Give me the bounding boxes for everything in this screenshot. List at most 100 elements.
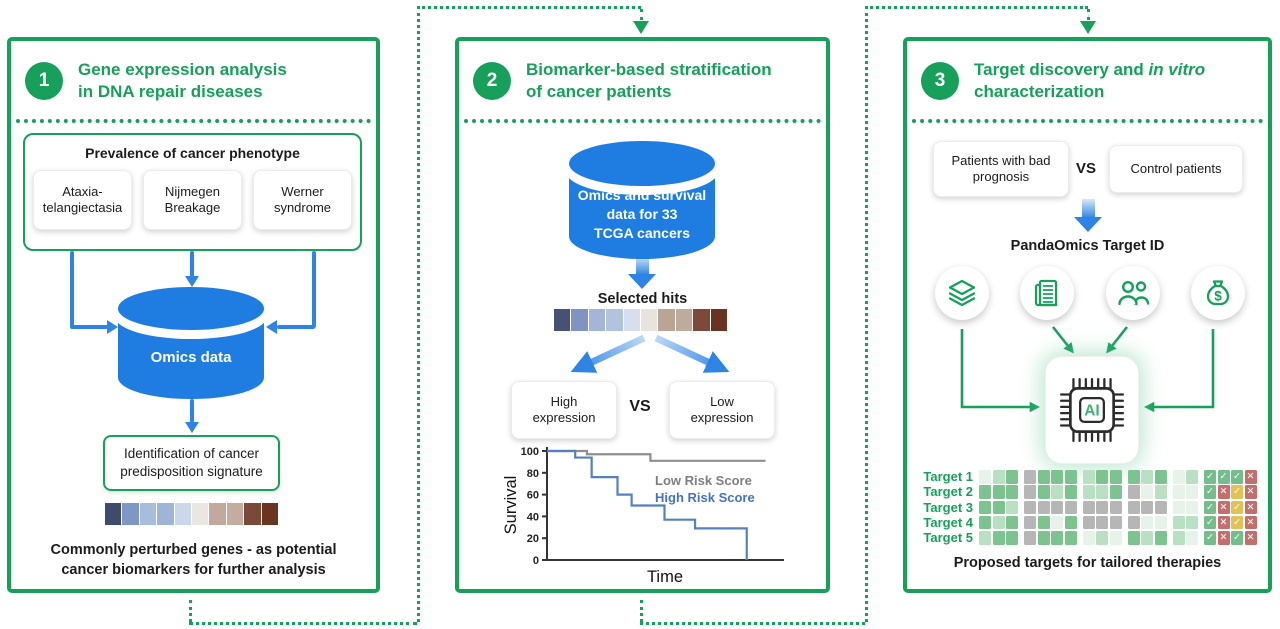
connector-2-segment [1087,9,1090,20]
cylinder-lid [118,287,264,330]
grid-cell [1006,500,1018,515]
grid-cell [1064,515,1077,530]
grid-cell [1006,515,1018,530]
target-row: Target 4✓✕✓✕ [911,516,1258,530]
grid-cell [1127,515,1140,530]
check-cell: ✓ [1204,500,1216,515]
grid-cell [1141,485,1153,499]
grid-cell [1154,485,1167,499]
panel1-header: 1 Gene expression analysis in DNA repair… [25,57,287,103]
connector-1-segment [417,6,641,9]
grid-cell [1051,500,1063,515]
grid-cell [1109,500,1122,515]
step-number-badge: 1 [25,62,63,100]
target-row: Target 5✓✕✓✕ [911,531,1258,545]
target-label: Target 5 [923,530,973,546]
grid-cell [1109,470,1122,484]
panel1-caption: Commonly perturbed genes - as potential … [50,542,337,578]
svg-text:Survival: Survival [503,476,520,535]
grid-cell [1064,500,1077,515]
funding-icon: $ [1206,280,1230,306]
tcga-database-cylinder: Omics and survival data for 33 TCGA canc… [566,141,718,259]
grid-cell [992,515,1005,530]
grid-cell [1154,515,1167,530]
grid-cell [1006,531,1018,545]
target-label: Target 4 [923,514,973,530]
targets-heatmap-grid: Target 1✓✓✓✕Target 2✓✕✓✕Target 3✓✕✓✕Targ… [911,470,1258,546]
dotted-separator [912,119,1263,123]
icon-circle [935,266,989,320]
pandaomics-label: PandaOmics Target ID [1010,238,1165,254]
grid-cell [1127,500,1140,515]
flow-line [190,399,194,423]
grid-cell [1024,485,1036,499]
grid-cell [992,470,1005,484]
grid-cell [1037,485,1050,499]
cross-cell: ✕ [1244,470,1257,484]
grid-cell [1024,531,1036,545]
grid-cell [979,485,991,499]
grid-cell [1006,470,1018,484]
dotted-separator [464,119,821,123]
identification-box: Identification of cancer predisposition … [103,435,280,491]
icon-circle [1020,266,1074,320]
arrowhead-icon [266,320,277,334]
heatmap-cell [157,503,174,525]
grid-cell [1051,470,1063,484]
connector-2-segment [640,600,643,622]
check-cell: ✓ [1204,470,1216,484]
cross-cell: ✕ [1244,500,1257,515]
grid-cell [979,500,991,515]
omics-database-cylinder: Omics data [115,287,267,399]
heatmap-cell [554,309,571,331]
cylinder-label: Omics and survival data for 33 TCGA canc… [577,186,707,241]
grid-cell [1186,485,1198,499]
svg-text:Low Risk Score: Low Risk Score [655,473,752,488]
flow-line [277,325,315,329]
svg-text:40: 40 [527,511,539,523]
panel3-title: Target discovery and in vitro characteri… [974,60,1206,102]
svg-text:100: 100 [521,446,539,458]
grid-cell [1127,485,1140,499]
vs-label: VS [1075,160,1096,177]
check-cell: ✓ [1231,485,1243,499]
grid-cell [1051,515,1063,530]
selected-hits-label: Selected hits [597,291,688,307]
target-row: Target 3✓✕✓✕ [911,501,1258,515]
publications-icon [1034,279,1058,307]
selected-hits-heatmap-strip [554,309,728,331]
heatmap-cell [623,309,640,331]
heatmap-cell [191,503,209,525]
target-label: Target 2 [923,484,973,500]
heatmap-cell [588,309,606,331]
grid-cell [1024,470,1036,484]
grid-cell [1037,515,1050,530]
panel2-header: 2 Biomarker-based stratification of canc… [473,57,772,103]
arrowhead-icon [628,274,656,289]
heatmap-cell [122,503,139,525]
grid-cell [1082,500,1095,515]
grid-cell [1082,531,1095,545]
grid-cell [1154,500,1167,515]
ai-chip-icon: AI [1059,377,1125,443]
flow-arrow [636,255,649,275]
grid-cell [1037,531,1050,545]
heatmap-cell [606,309,623,331]
cylinder-lid [569,141,715,186]
flow-line [190,251,194,277]
check-cell: ✓ [1231,531,1243,545]
grid-cell [1154,470,1167,484]
grid-cell [979,470,991,484]
svg-text:80: 80 [527,468,539,480]
grid-cell [1064,531,1077,545]
heatmap-cell [244,503,261,525]
grid-cell [1064,485,1077,499]
grid-cell [1141,515,1153,530]
grid-cell [1096,531,1108,545]
cross-cell: ✕ [1217,500,1230,515]
grid-cell [1109,515,1122,530]
heatmap-cell [226,503,244,525]
identification-label: Identification of cancer predisposition … [120,446,263,479]
